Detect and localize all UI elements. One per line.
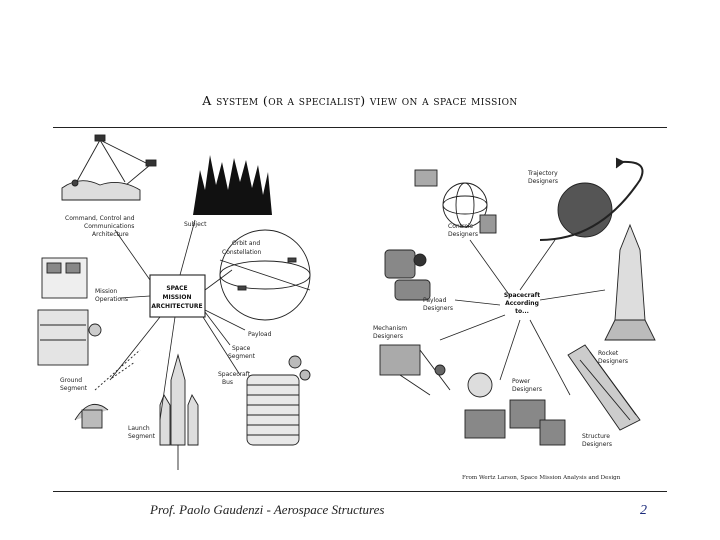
label-c3-3: Architecture	[92, 231, 129, 238]
label-trajectory-2: Designers	[528, 178, 558, 185]
image-credit: From Wertz Larson, Space Mission Analysi…	[462, 475, 621, 481]
label-structure-2: Designers	[582, 441, 612, 448]
label-mission-ops-1: Mission	[95, 288, 117, 295]
label-spacecraft-bus-2: Bus	[222, 379, 233, 386]
label-launch-1: Launch	[128, 425, 150, 432]
label-structure-1: Structure	[582, 433, 610, 440]
bottom-rule	[53, 491, 667, 492]
mission-ops-illustration	[37, 257, 102, 366]
mechanism-illustration	[379, 344, 451, 396]
right-diagram	[379, 157, 656, 446]
left-center-line2: MISSION	[163, 294, 192, 301]
label-orbit-1: Orbit and	[232, 240, 260, 247]
right-center-line2: According	[505, 300, 539, 307]
label-power-2: Designers	[512, 386, 542, 393]
trajectory-planet	[539, 157, 644, 241]
label-trajectory-1: Trajectory	[527, 170, 558, 177]
label-mechanism-2: Designers	[373, 333, 403, 340]
label-orbit-2: Constellation	[222, 249, 262, 256]
label-c3-2: Communications	[84, 223, 134, 230]
left-diagram	[37, 134, 311, 470]
left-center-line3: ARCHITECTURE	[151, 303, 202, 310]
right-center-line3: to...	[515, 308, 529, 315]
label-mission-ops-2: Operations	[95, 296, 128, 303]
label-ground-2: Segment	[60, 385, 88, 392]
footer-author: Prof. Paolo Gaudenzi - Aerospace Structu…	[150, 502, 385, 517]
label-payload-left: Payload	[248, 331, 272, 338]
structure-illustration	[567, 344, 641, 431]
label-spacecraft-bus-1: Spacecraft	[218, 371, 251, 378]
launch-rocket	[159, 353, 199, 470]
label-payload-right-1: Payload	[423, 297, 447, 304]
left-center-line1: SPACE	[166, 285, 187, 292]
left-arrows	[109, 219, 246, 421]
label-launch-2: Segment	[128, 433, 156, 440]
forest-illustration	[193, 155, 272, 215]
label-c3-1: Command, Control and	[65, 215, 135, 222]
label-controls-1: Controls	[448, 223, 473, 230]
label-rocket-1: Rocket	[598, 350, 619, 357]
top-rule	[53, 127, 667, 128]
label-power-1: Power	[512, 378, 531, 385]
spacecraft-bus	[246, 355, 311, 446]
label-subject: Subject	[184, 221, 207, 228]
label-rocket-2: Designers	[598, 358, 628, 365]
right-arrows	[439, 239, 606, 396]
orbit-globe	[219, 229, 311, 321]
ground-antenna	[74, 349, 141, 429]
power-panels	[464, 372, 566, 446]
label-mechanism-1: Mechanism	[373, 325, 407, 332]
slide-title: A system (or a specialist) view on a spa…	[202, 93, 518, 108]
label-space-segment-2: Segment	[228, 353, 256, 360]
right-center-line1: Spacecraft	[504, 292, 540, 299]
label-space-segment-1: Space	[232, 345, 251, 352]
payload-instrument	[384, 249, 431, 301]
c3-illustration	[61, 134, 157, 201]
controls-gyro	[414, 169, 497, 234]
page-number: 2	[640, 503, 647, 518]
rocket-illustration	[604, 223, 656, 341]
label-ground-1: Ground	[60, 377, 82, 384]
left-center-box	[149, 274, 206, 318]
label-controls-2: Designers	[448, 231, 478, 238]
label-payload-right-2: Designers	[423, 305, 453, 312]
